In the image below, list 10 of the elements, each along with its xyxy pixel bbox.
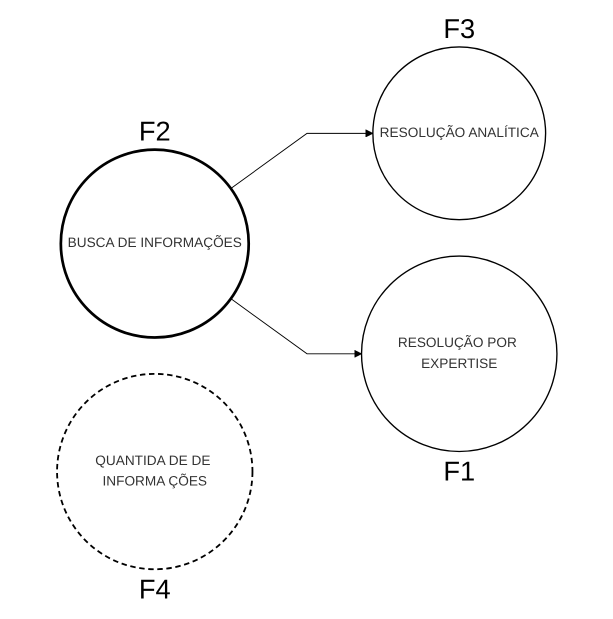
node-circle: RESOLUÇÃO ANALÍTICA bbox=[372, 46, 546, 220]
node-circle: QUANTIDA DE DE INFORMA ÇÕES bbox=[56, 372, 253, 570]
node-circle: RESOLUÇÃO POR EXPERTISE bbox=[360, 255, 558, 452]
arrow bbox=[230, 298, 362, 358]
node-caption: F1 bbox=[442, 456, 475, 487]
node-caption: F3 bbox=[442, 12, 475, 44]
node-caption: F4 bbox=[138, 573, 170, 604]
node-circle: BUSCA DE INFORMAÇÕES bbox=[58, 148, 250, 339]
arrow bbox=[230, 129, 373, 189]
node-caption: F2 bbox=[138, 116, 170, 147]
